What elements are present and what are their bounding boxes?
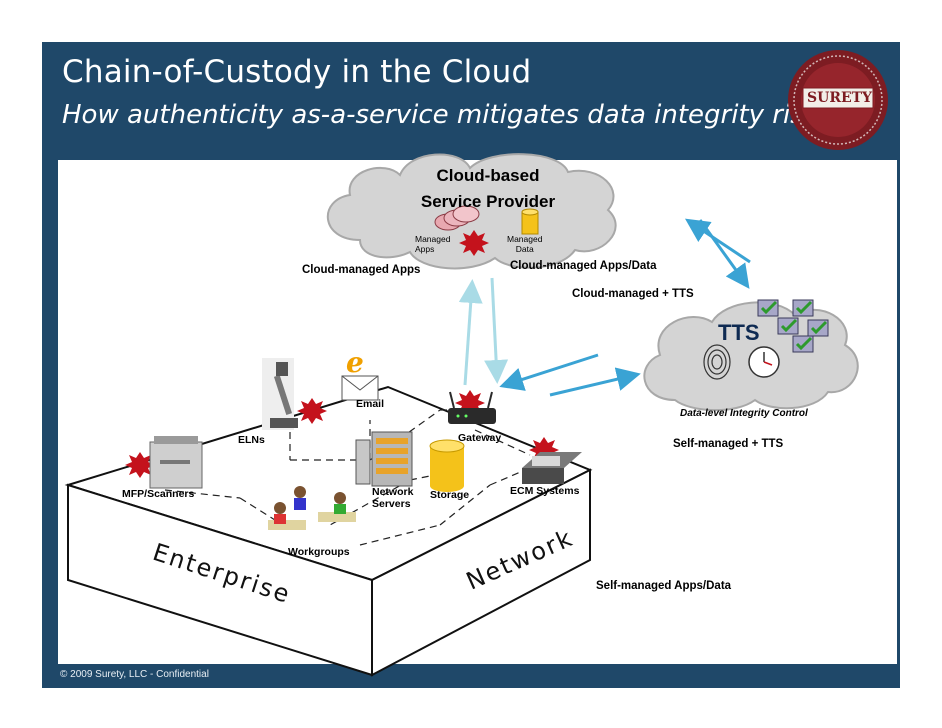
microscope-icon [262,358,298,430]
gateway-label: Gateway [458,432,502,444]
slide-subtitle: How authenticity as-a-service mitigates … [62,100,819,130]
network-servers-icon [355,431,413,487]
network-servers-label: Network Servers [372,486,414,510]
svg-text:e: e [346,346,364,379]
cloud-managed-apps-label: Managed Apps [415,234,451,254]
fingerprint-icon [703,344,731,380]
storage-label: Storage [430,489,470,501]
tts-title: TTS [718,320,760,345]
certificate-check-icons [757,299,829,353]
cloud-title-line2: Service Provider [420,192,556,211]
cloud-managed-apps-text: Cloud-managed Apps [302,264,421,276]
ecm-systems-icon [522,452,582,484]
mfp-scanners-label: MFP/Scanners [122,488,195,500]
storage-icon [429,439,465,492]
cloud-managed-apps-icon [434,205,480,231]
cloud-gateway-arrows [458,277,509,386]
footer-copyright: © 2009 Surety, LLC - Confidential [60,669,209,680]
enterprise-platform [64,385,593,677]
elns-label: ELNs [238,434,265,446]
self-managed-tts-text: Self-managed + TTS [673,438,784,450]
surety-logo-text: SURETY [807,90,873,106]
cloud-managed-apps-data-text: Cloud-managed Apps/Data [510,260,657,272]
email-label: Email [356,398,385,410]
cloud-tts-arrows [499,218,751,397]
workgroups-label: Workgroups [288,546,350,558]
cloud-managed-data-label: Managed Data [507,234,543,254]
cloud-managed-data-icon [521,208,539,235]
clock-icon [748,346,780,378]
mfp-scanner-icon [149,436,203,489]
ecm-systems-label: ECM Systems [510,485,580,497]
self-managed-apps-data-text: Self-managed Apps/Data [596,580,732,592]
cloud-managed-tts-text: Cloud-managed + TTS [572,288,694,300]
slide-title: Chain-of-Custody in the Cloud [62,54,532,90]
gateway-router-icon [448,391,496,424]
email-icon: e [341,346,379,401]
data-level-integrity-text: Data-level Integrity Control [680,408,808,419]
workgroups-icon [268,486,356,530]
cloud-title-line1: Cloud-based [436,166,540,185]
